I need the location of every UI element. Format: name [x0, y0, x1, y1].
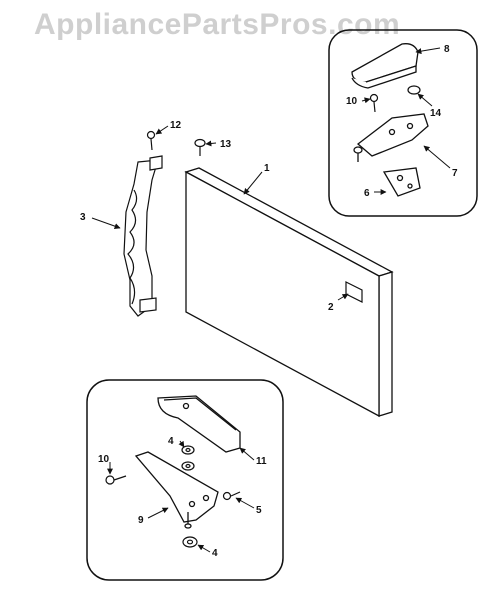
- washer-bottom: [182, 536, 198, 548]
- inset-box-bottom: [86, 379, 284, 581]
- callout-6: 6: [364, 188, 370, 199]
- door-panel: [184, 167, 394, 418]
- callout-7: 7: [452, 168, 458, 179]
- callout-9: 9: [138, 515, 144, 526]
- handle-screw: [146, 130, 156, 151]
- screw-bottom: [105, 475, 127, 485]
- callout-11: 11: [256, 456, 267, 467]
- callout-8: 8: [444, 44, 450, 55]
- hinge-cover-bottom: [157, 395, 241, 453]
- inset-box-top: [328, 29, 478, 217]
- hinge-plate-top: [382, 167, 421, 197]
- door-handle: [123, 155, 163, 317]
- callout-4-bottom: 4: [212, 548, 218, 559]
- callout-5: 5: [256, 505, 262, 516]
- watermark-logo: AppliancePartsPros.com: [34, 8, 401, 41]
- callout-2: 2: [328, 302, 334, 313]
- leader-lines: [91, 47, 451, 553]
- callout-10-top: 10: [346, 96, 358, 107]
- plug: [407, 85, 421, 95]
- hinge-cover-top: [351, 43, 419, 89]
- screw-top: [369, 93, 379, 113]
- callout-13: 13: [220, 139, 232, 150]
- washers-left: [181, 445, 195, 471]
- callout-1: 1: [264, 163, 270, 174]
- nameplate: [345, 281, 363, 303]
- hinge-screw: [222, 491, 241, 501]
- callout-4-left: 4: [168, 436, 174, 447]
- hinge-bracket-bottom: [134, 451, 219, 529]
- hinge-bracket-top: [353, 113, 429, 162]
- door-screw: [194, 138, 206, 156]
- callout-10-bottom: 10: [98, 454, 110, 465]
- callout-3: 3: [80, 212, 86, 223]
- callout-12: 12: [170, 120, 182, 131]
- callout-14: 14: [430, 108, 442, 119]
